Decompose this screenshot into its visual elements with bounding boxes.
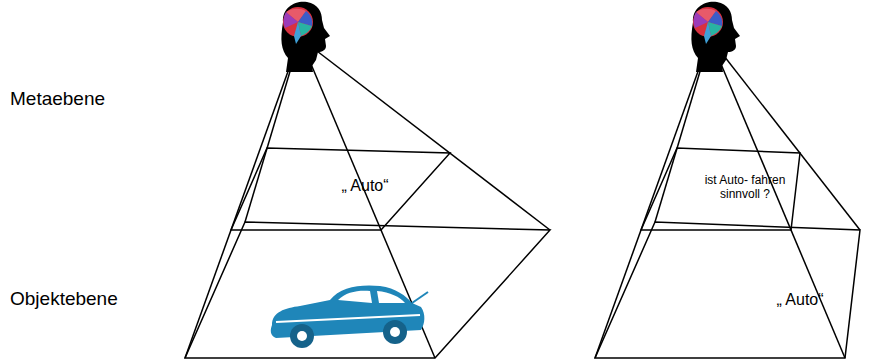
head-icon (691, 2, 740, 72)
level-label: Metaebene (10, 88, 105, 110)
level-label: Objektebene (10, 288, 118, 310)
plane-text: ist Auto- fahren sinnvoll ? (697, 173, 793, 202)
plane-outline (595, 222, 860, 358)
plane-outline (231, 148, 450, 230)
left-pyramid (185, 38, 550, 358)
right-pyramid (595, 38, 860, 358)
plane-text: „ Auto“ (776, 290, 823, 309)
plane-text: „ Auto“ (341, 176, 388, 195)
plane-outline (231, 148, 450, 230)
plane-outline (641, 148, 800, 230)
object-plane (185, 222, 550, 358)
head-icon (281, 2, 330, 72)
meta-plane: ist Auto- fahren sinnvoll ? (641, 148, 800, 230)
meta-plane: „ Auto“ (231, 148, 450, 230)
plane-outline (595, 222, 860, 358)
object-plane: „ Auto“ (595, 222, 860, 358)
car-illustration (271, 285, 428, 348)
